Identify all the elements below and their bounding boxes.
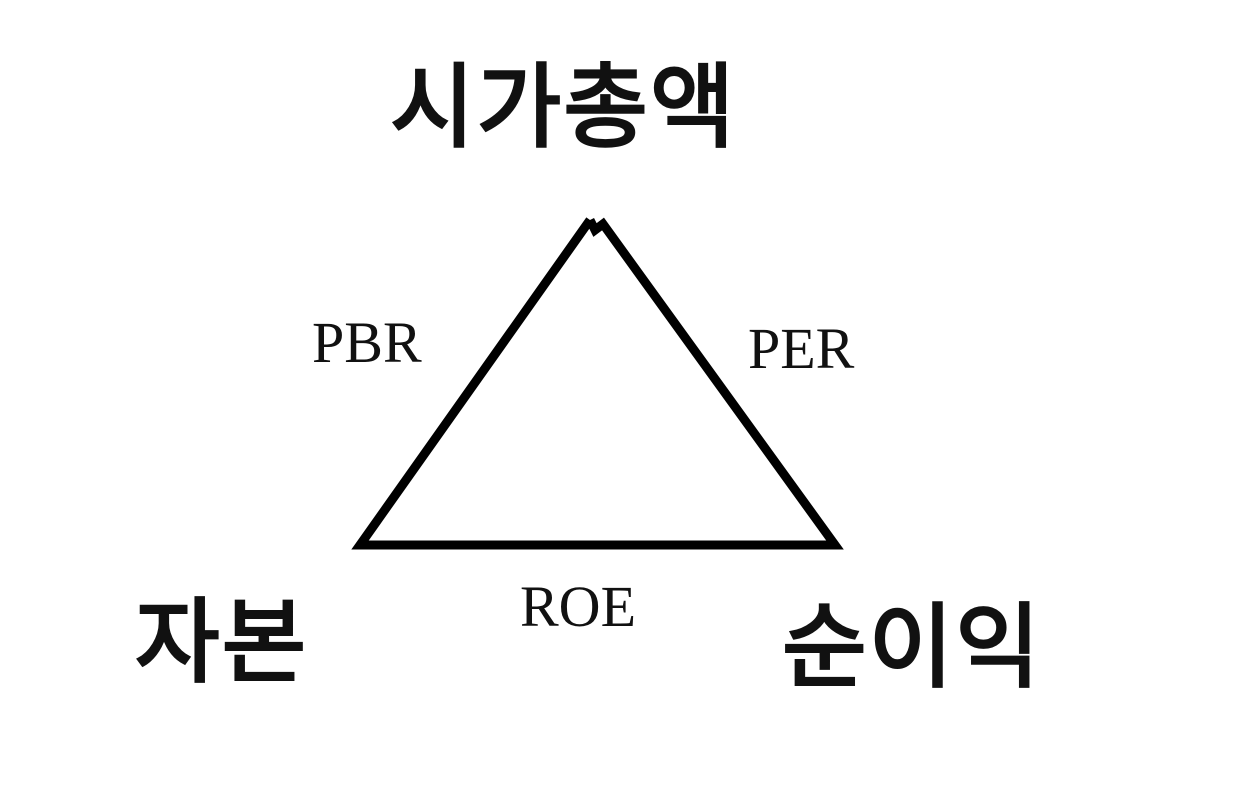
edge-label-pbr: PBR bbox=[312, 310, 422, 375]
edge-label-per: PER bbox=[748, 316, 855, 381]
triangle-outline bbox=[351, 217, 844, 550]
node-market-cap: 시가총액 bbox=[390, 54, 737, 161]
node-equity: 자본 bbox=[135, 589, 309, 696]
edge-label-roe: ROE bbox=[520, 574, 636, 639]
node-net-income: 순이익 bbox=[782, 594, 1042, 701]
